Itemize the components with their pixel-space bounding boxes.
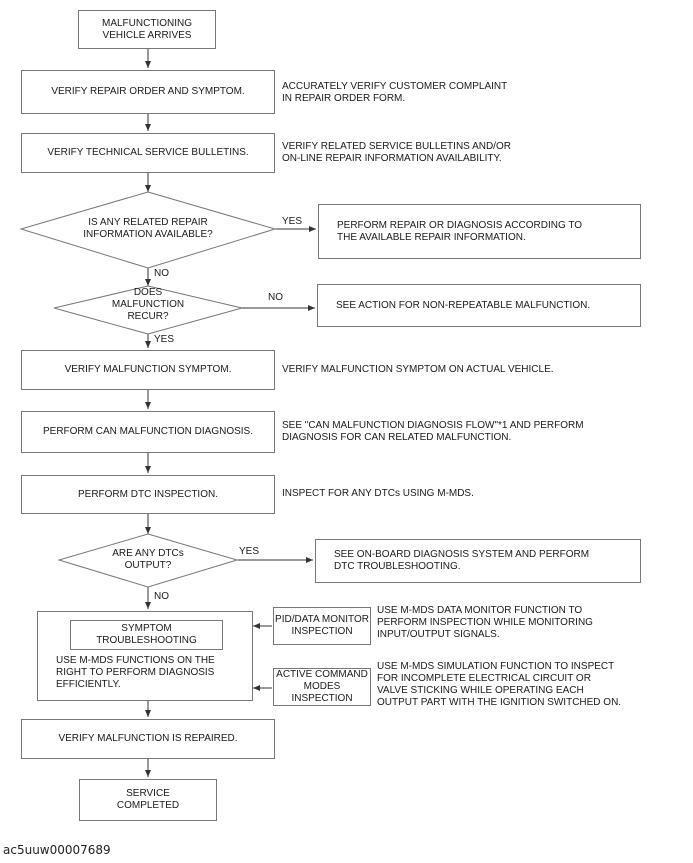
symptom-troubleshooting-title: SYMPTOM TROUBLESHOOTING	[70, 620, 223, 650]
decision-diamond-dtc	[57, 533, 239, 588]
start-box: MALFUNCTIONING VEHICLE ARRIVES	[78, 10, 216, 49]
verify-symptom-note: VERIFY MALFUNCTION SYMPTOM ON ACTUAL VEH…	[282, 364, 554, 375]
dtc-inspection-note: INSPECT FOR ANY DTCs USING M-MDS.	[282, 488, 474, 499]
image-tag: ac5uuw00007689	[3, 843, 111, 857]
decision-diamond-repair-info	[19, 191, 277, 269]
active-command-box: ACTIVE COMMAND MODES INSPECTION	[273, 668, 371, 706]
can-diagnosis-box: PERFORM CAN MALFUNCTION DIAGNOSIS.	[21, 411, 275, 453]
decision-repair-info-text: IS ANY RELATED REPAIR INFORMATION AVAILA…	[83, 217, 213, 240]
verify-repair-order-box: VERIFY REPAIR ORDER AND SYMPTOM.	[21, 70, 275, 114]
verify-repaired-box: VERIFY MALFUNCTION IS REPAIRED.	[21, 719, 275, 759]
verify-repair-order-note: ACCURATELY VERIFY CUSTOMER COMPLAINT IN …	[282, 81, 508, 104]
end-box: SERVICE COMPLETED	[79, 779, 217, 821]
dtc-inspection-box: PERFORM DTC INSPECTION.	[21, 475, 275, 514]
verify-bulletins-note: VERIFY RELATED SERVICE BULLETINS AND/OR …	[282, 141, 511, 164]
recur-no-label: NO	[268, 292, 283, 303]
symptom-troubleshooting-box: SYMPTOM TROUBLESHOOTING USE M-MDS FUNCTI…	[37, 611, 253, 701]
dtc-no-label: NO	[154, 591, 169, 602]
repair-info-yes-action-box: PERFORM REPAIR OR DIAGNOSIS ACCORDING TO…	[318, 204, 641, 259]
decision-diamond-recur	[53, 285, 243, 335]
pid-monitor-box: PID/DATA MONITOR INSPECTION	[273, 607, 371, 645]
active-command-note: USE M-MDS SIMULATION FUNCTION TO INSPECT…	[377, 661, 622, 708]
recur-no-action-box: SEE ACTION FOR NON-REPEATABLE MALFUNCTIO…	[317, 284, 641, 327]
dtc-yes-label: YES	[239, 546, 260, 557]
repair-info-yes-label: YES	[282, 216, 303, 227]
repair-info-no-label: NO	[154, 268, 169, 279]
recur-yes-label: YES	[154, 334, 175, 345]
verify-bulletins-box: VERIFY TECHNICAL SERVICE BULLETINS.	[21, 133, 275, 173]
can-diagnosis-note: SEE "CAN MALFUNCTION DIAGNOSIS FLOW"*1 A…	[282, 420, 584, 443]
decision-recur-text: DOES MALFUNCTION RECUR?	[111, 287, 185, 322]
pid-monitor-note: USE M-MDS DATA MONITOR FUNCTION TO PERFO…	[377, 605, 593, 640]
verify-symptom-box: VERIFY MALFUNCTION SYMPTOM.	[21, 350, 275, 390]
symptom-troubleshooting-body: USE M-MDS FUNCTIONS ON THE RIGHT TO PERF…	[56, 655, 215, 690]
dtc-yes-action-box: SEE ON-BOARD DIAGNOSIS SYSTEM AND PERFOR…	[315, 539, 641, 583]
decision-dtc-text: ARE ANY DTCs OUTPUT?	[112, 548, 184, 571]
